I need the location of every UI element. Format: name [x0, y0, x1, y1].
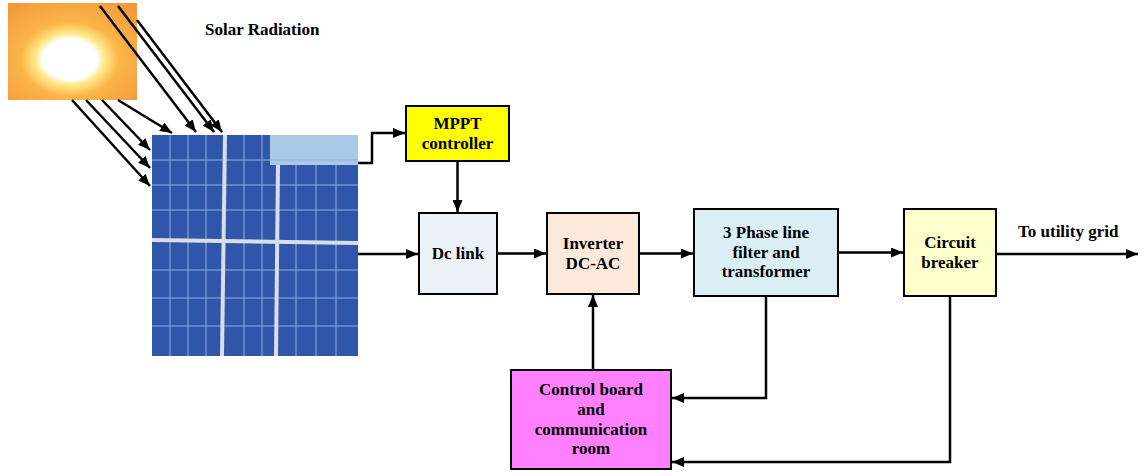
box-label: Inverter DC-AC: [551, 234, 635, 273]
box-label: Dc link: [423, 244, 493, 264]
box-label: MPPT controller: [410, 114, 505, 153]
process-box: 3 Phase line filter and transformer: [693, 208, 839, 297]
text-label: To utility grid: [1018, 222, 1118, 242]
sun-picture: [8, 3, 137, 100]
flow-arrow: [456, 162, 459, 212]
process-box: Circuit breaker: [903, 208, 997, 297]
flow-arrow: [592, 295, 595, 369]
box-label: 3 Phase line filter and transformer: [707, 223, 825, 282]
solar-panel-picture: [152, 135, 358, 356]
box-label: Circuit breaker: [908, 233, 992, 272]
flow-arrow: [498, 252, 546, 255]
box-label: Control board and communication room: [530, 380, 652, 458]
text-label: Solar Radiation: [205, 20, 319, 40]
flow-arrow: [640, 252, 693, 255]
process-box: Inverter DC-AC: [546, 212, 640, 295]
flow-arrow: [839, 251, 903, 254]
flow-arrow: [672, 297, 950, 462]
flow-arrow: [672, 297, 766, 398]
process-box: Dc link: [418, 212, 498, 295]
process-box: Control board and communication room: [510, 369, 672, 470]
process-box: MPPT controller: [405, 105, 510, 162]
